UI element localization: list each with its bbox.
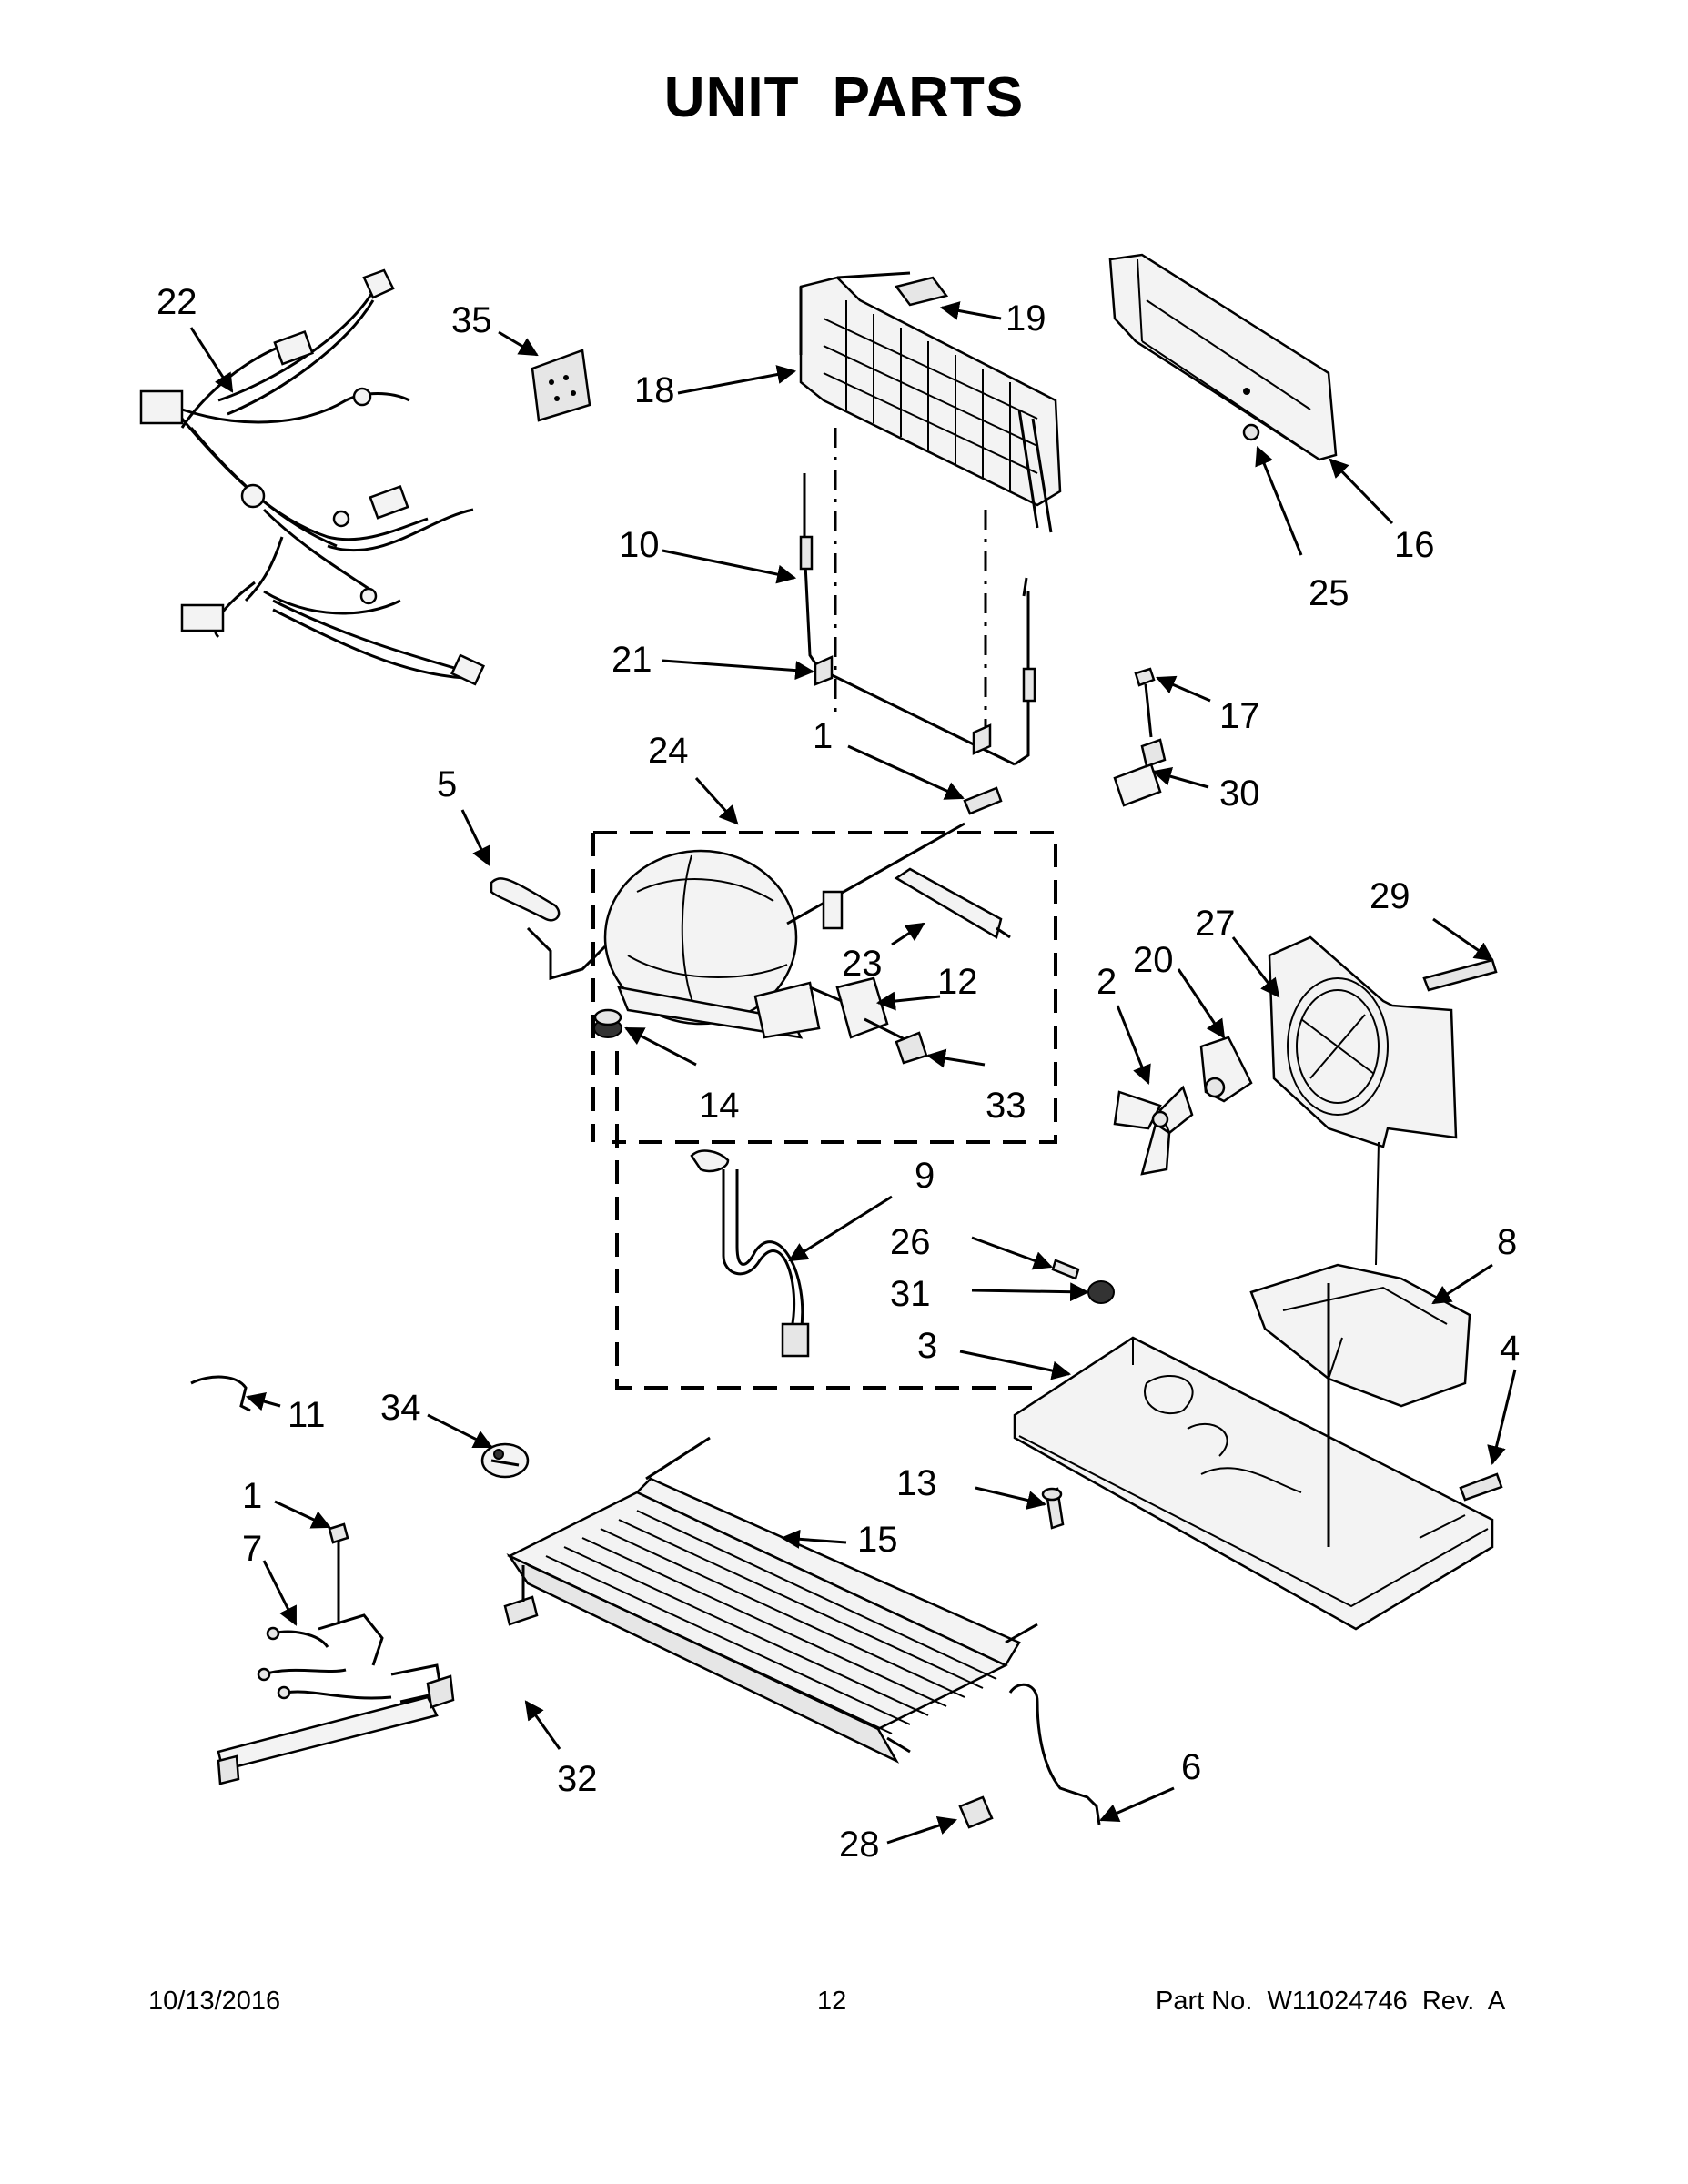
callout-25: 25 (1309, 573, 1349, 613)
screw-13-drawing (1041, 1487, 1065, 1530)
leader-arrows (189, 301, 1517, 1845)
screw-29-drawing (1422, 958, 1498, 992)
grommet-drawing (593, 1008, 622, 1038)
callout-5: 5 (437, 764, 457, 804)
callout-labels: 22 35 19 18 10 21 16 25 17 30 24 1 5 23 … (157, 282, 1520, 1865)
callout-8: 8 (1497, 1222, 1517, 1262)
motor-bracket-drawing (1249, 1141, 1471, 1408)
thermostat-drawing (480, 1442, 530, 1479)
tube-drawing (690, 1149, 810, 1358)
callout-29: 29 (1370, 876, 1410, 916)
callout-32: 32 (557, 1759, 598, 1799)
callout-26: 26 (890, 1222, 931, 1262)
base-plate-drawing (1013, 1283, 1494, 1631)
relay-drawing (809, 976, 928, 1065)
page-title: UNIT PARTS (663, 66, 1025, 129)
callout-1-lower: 1 (242, 1476, 262, 1516)
screw-drawing (963, 786, 1003, 815)
fan-shroud-drawing (1268, 935, 1458, 1148)
drain-tube-drawing (1008, 1683, 1101, 1825)
callout-13: 13 (896, 1463, 937, 1503)
power-cord-harness-drawing (217, 1522, 455, 1785)
evaporator-cover-drawing (1108, 253, 1338, 461)
callout-34: 34 (380, 1388, 421, 1428)
callout-12: 12 (937, 962, 978, 1002)
drier-drawing (894, 867, 1011, 939)
callout-16: 16 (1394, 525, 1435, 565)
screw-4-drawing (1459, 1472, 1503, 1502)
callout-10: 10 (619, 525, 660, 565)
callout-4: 4 (1500, 1329, 1520, 1369)
callout-35: 35 (451, 300, 492, 340)
compressor-drawing (603, 822, 965, 1039)
evaporator-label-drawing (894, 276, 949, 307)
clip-32-drawing (503, 1565, 539, 1626)
condenser-drawing (506, 1436, 1038, 1764)
spring-and-fitting-drawing (1051, 1259, 1115, 1304)
compressor-kit-box (593, 831, 1057, 1144)
footer-page-number: 12 (817, 1987, 847, 2016)
callout-19: 19 (1006, 298, 1046, 339)
link-drawing (490, 877, 607, 980)
assembly-line (615, 1051, 1033, 1390)
callout-31: 31 (890, 1274, 931, 1314)
callout-23: 23 (842, 944, 883, 984)
fan-blade-drawing (1113, 1085, 1194, 1176)
callout-30: 30 (1219, 774, 1260, 814)
callout-1-upper: 1 (813, 716, 833, 756)
callout-3: 3 (917, 1326, 937, 1366)
callout-6: 6 (1181, 1747, 1201, 1787)
callout-14: 14 (699, 1086, 740, 1126)
grommet-28-drawing (958, 1795, 994, 1829)
callout-7: 7 (242, 1529, 262, 1569)
callout-11: 11 (288, 1395, 326, 1435)
evaporator-drawing (799, 271, 1062, 533)
wiring-harness-drawing (139, 268, 485, 686)
clip-drawing (1242, 423, 1260, 441)
callout-28: 28 (839, 1825, 880, 1865)
footer-date: 10/13/2016 (148, 1987, 281, 2016)
callout-24: 24 (648, 731, 689, 771)
callout-22: 22 (157, 282, 197, 322)
callout-20: 20 (1133, 940, 1174, 980)
callout-27: 27 (1195, 904, 1236, 944)
callout-9: 9 (915, 1156, 935, 1196)
wire-clip-drawing (190, 1375, 251, 1412)
callout-33: 33 (986, 1086, 1026, 1126)
callout-17: 17 (1219, 696, 1260, 736)
callout-15: 15 (857, 1520, 898, 1560)
defrost-heater-drawing (799, 473, 1036, 766)
callout-2: 2 (1097, 962, 1117, 1002)
callout-18: 18 (634, 370, 675, 410)
screw-and-sensor-drawing (1113, 667, 1167, 807)
footer-part-number: Part No. W11024746 Rev. A (1156, 1987, 1506, 2016)
callout-21: 21 (612, 640, 652, 680)
fan-motor-drawing (1199, 1036, 1253, 1103)
control-board-drawing (531, 349, 591, 422)
